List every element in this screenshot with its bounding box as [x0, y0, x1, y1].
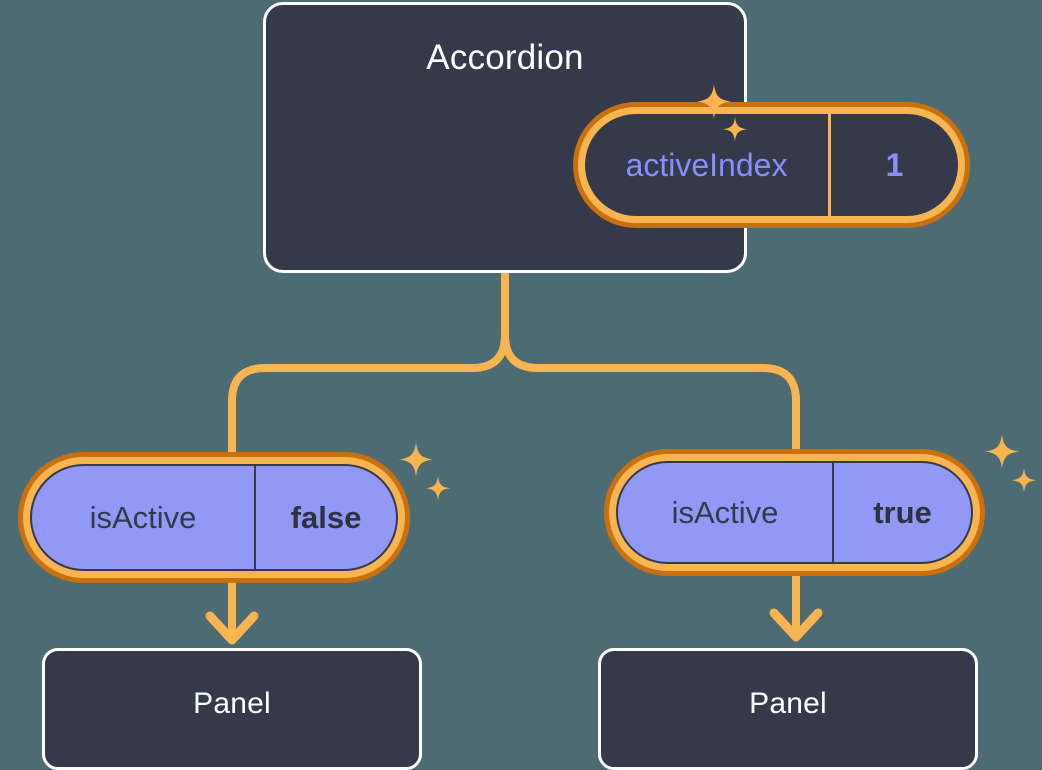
accordion-component[interactable]: Accordion activeIndex 1: [263, 2, 970, 273]
pill-inner-ring: activeIndex 1: [578, 107, 965, 223]
sparkle-large-icon: [398, 442, 434, 477]
sparkle-small-icon: [425, 476, 451, 501]
panel-title-right: Panel: [749, 687, 827, 720]
sparkle-large-icon: [984, 434, 1020, 469]
wire-arrow-right-head: [769, 608, 823, 642]
prop-name-isactive-left: isActive: [32, 466, 256, 569]
panel-component-left[interactable]: Panel: [42, 648, 422, 770]
wire-split-left: [228, 331, 509, 456]
sparkles-icon: [978, 432, 1040, 507]
pill-surface: isActive true: [616, 461, 973, 564]
prop-name-activeindex: activeIndex: [585, 114, 831, 216]
prop-value-isactive-left: false: [290, 499, 362, 535]
pill-surface: activeIndex 1: [585, 114, 958, 216]
pill-surface: isActive false: [30, 464, 398, 571]
pill-outer-ring: isActive false: [18, 452, 410, 583]
pill-outer-ring: activeIndex 1: [573, 102, 970, 228]
accordion-title: Accordion: [426, 38, 584, 77]
sparkle-small-icon: [1011, 468, 1037, 493]
prop-value-isactive-right: true: [873, 494, 932, 530]
prop-pill-isactive-false[interactable]: isActive false: [18, 452, 410, 583]
pill-inner-ring: isActive true: [609, 454, 980, 571]
pill-outer-ring: isActive true: [604, 449, 985, 576]
prop-pill-activeindex[interactable]: activeIndex 1: [573, 102, 970, 228]
prop-name-isactive-right: isActive: [618, 463, 834, 562]
panel-component-right[interactable]: Panel: [598, 648, 978, 770]
panel-title-left: Panel: [193, 687, 271, 720]
pill-inner-ring: isActive false: [23, 457, 405, 578]
wire-split-right: [501, 331, 800, 456]
wire-arrow-left-head: [205, 611, 259, 645]
prop-pill-isactive-true[interactable]: isActive true: [604, 449, 985, 576]
prop-value-activeindex: 1: [885, 146, 904, 183]
